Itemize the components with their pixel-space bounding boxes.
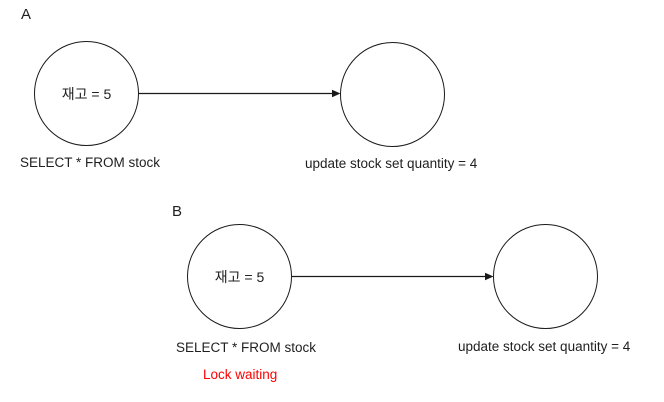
- section-b-update-node: [493, 224, 598, 329]
- arrow-right-connector-a: [139, 89, 341, 98]
- section-b-stock-value: 재고 = 5: [214, 268, 265, 285]
- section-b-label: B: [172, 203, 183, 220]
- section-a-select-caption: SELECT * FROM stock: [20, 155, 161, 170]
- section-b-lock-waiting-status: Lock waiting: [203, 367, 278, 382]
- section-a-stock-node: 재고 = 5: [34, 41, 139, 146]
- section-b-stock-node: 재고 = 5: [187, 224, 292, 329]
- section-b-update-caption: update stock set quantity = 4: [458, 339, 631, 354]
- section-a-update-caption: update stock set quantity = 4: [305, 156, 478, 171]
- section-a-label: A: [21, 6, 32, 23]
- section-b-select-caption: SELECT * FROM stock: [176, 340, 317, 355]
- section-a-update-node: [340, 42, 445, 147]
- section-a-stock-value: 재고 = 5: [61, 85, 112, 102]
- arrow-right-connector-b: [292, 272, 494, 281]
